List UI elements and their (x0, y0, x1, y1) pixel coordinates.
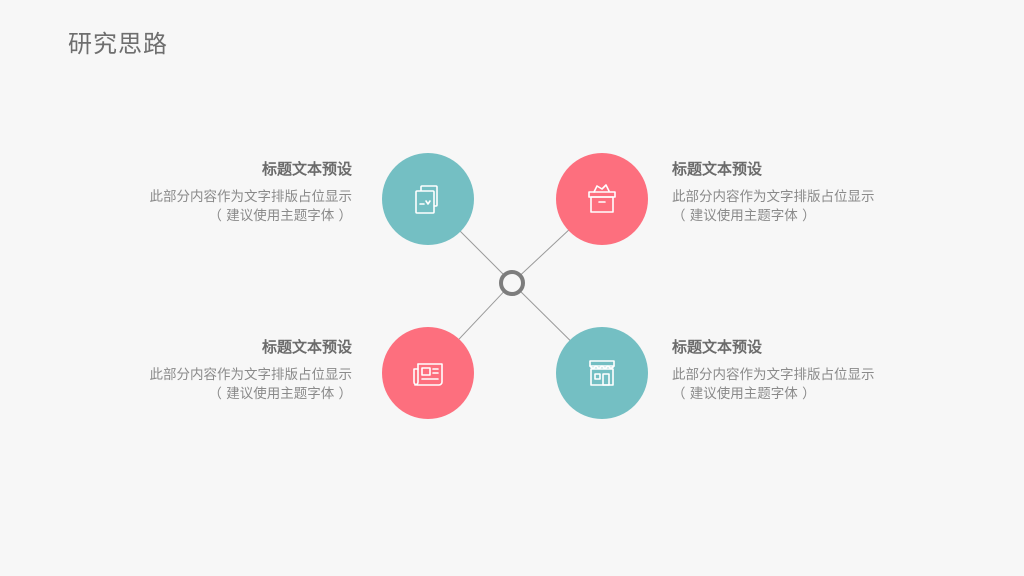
newspaper-circle (382, 327, 474, 419)
item-top-left: 标题文本预设 此部分内容作为文字排版占位显示 （ 建议使用主题字体 ） (112, 158, 353, 226)
newspaper-icon (413, 363, 443, 386)
center-ring (499, 270, 525, 296)
box-circle (556, 153, 648, 245)
item-title: 标题文本预设 (261, 160, 352, 178)
item-note: （ 建议使用主题字体 ） (208, 208, 352, 224)
item-bottom-left: 标题文本预设 此部分内容作为文字排版占位显示 （ 建议使用主题字体 ） (112, 336, 353, 404)
item-title: 标题文本预设 (261, 338, 352, 356)
item-desc: 此部分内容作为文字排版占位显示 (672, 367, 875, 383)
item-note: （ 建议使用主题字体 ） (672, 386, 816, 402)
item-title: 标题文本预设 (672, 338, 763, 356)
item-desc: 此部分内容作为文字排版占位显示 (149, 367, 353, 383)
box-icon (588, 184, 616, 213)
item-desc: 此部分内容作为文字排版占位显示 (672, 189, 875, 205)
item-note: （ 建议使用主题字体 ） (208, 386, 352, 402)
document-circle (382, 153, 474, 245)
shop-icon (589, 360, 615, 386)
item-note: （ 建议使用主题字体 ） (672, 208, 816, 224)
item-bottom-right: 标题文本预设 此部分内容作为文字排版占位显示 （ 建议使用主题字体 ） (672, 336, 912, 404)
shop-circle (556, 327, 648, 419)
document-icon (415, 185, 438, 214)
item-top-right: 标题文本预设 此部分内容作为文字排版占位显示 （ 建议使用主题字体 ） (672, 158, 912, 226)
page-title: 研究思路 (68, 30, 168, 58)
item-desc: 此部分内容作为文字排版占位显示 (149, 189, 353, 205)
item-title: 标题文本预设 (672, 160, 763, 178)
